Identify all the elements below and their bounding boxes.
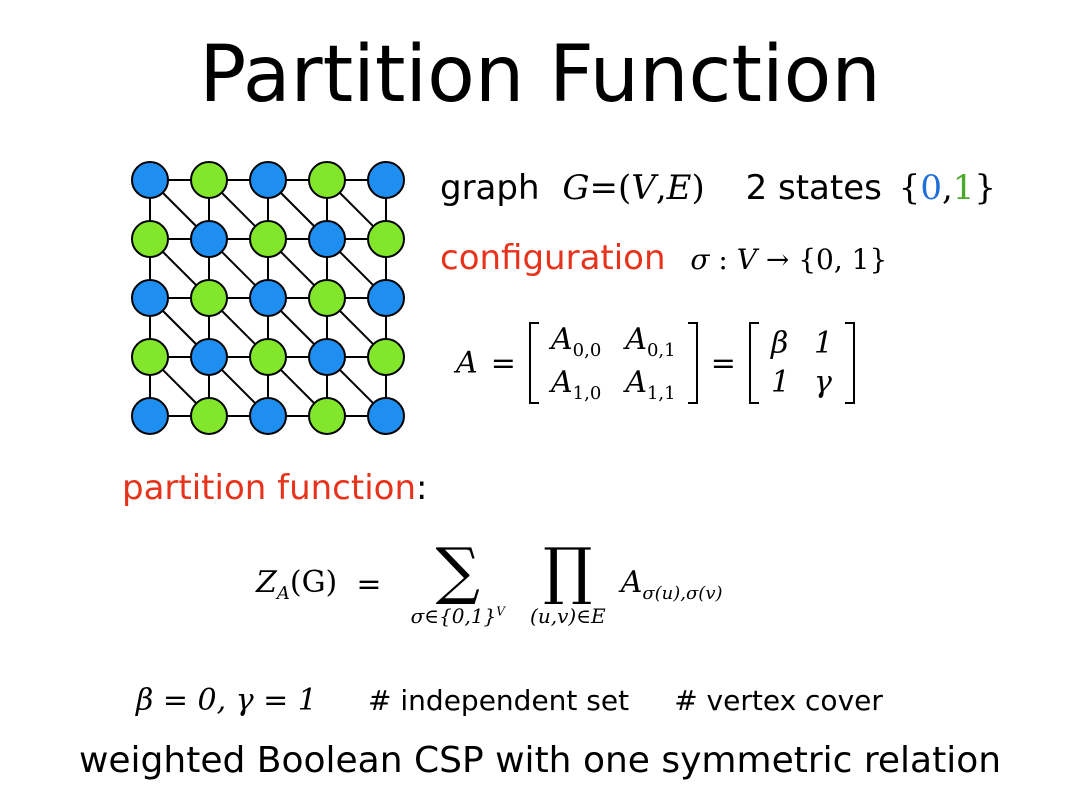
configuration-label: configuration — [440, 238, 666, 278]
grid-vertex-green — [131, 338, 169, 376]
graph-formula-V: V — [631, 168, 656, 208]
grid-vertex-green — [308, 161, 346, 199]
grid-vertex-blue — [190, 220, 228, 258]
grid-graph — [131, 161, 405, 435]
grid-vertex-blue — [190, 338, 228, 376]
m2-cell: β — [770, 326, 789, 361]
grid-vertex-green — [308, 279, 346, 317]
m1-cell: A1,1 — [625, 365, 676, 404]
sum-limit-sup: V — [496, 604, 505, 619]
graph-formula-eq: =( — [589, 168, 632, 208]
grid-vertex-green — [367, 220, 405, 258]
config-colon: : — [709, 243, 737, 276]
graph-line: graph G=(V,E) 2 states {0,1} — [440, 168, 996, 208]
term-A: A — [620, 564, 643, 600]
grid-vertex-green — [308, 397, 346, 435]
graph-formula-comma: , — [655, 168, 667, 208]
grid-vertex-green — [249, 338, 287, 376]
state-1: 1 — [952, 168, 975, 208]
config-line: configuration σ : V → {0, 1} — [440, 238, 887, 278]
m1-cell: A0,0 — [551, 322, 602, 361]
m1-cell: A1,0 — [551, 365, 602, 404]
grid-vertex-blue — [249, 161, 287, 199]
matrix-eq-2: = — [710, 345, 736, 381]
brace-close: } — [974, 168, 997, 208]
m2-cell: 1 — [770, 365, 791, 400]
sum-limit-text: σ∈{0,1} — [410, 604, 497, 628]
matrix2-right-bracket — [845, 322, 856, 404]
grid-vertex-blue — [131, 161, 169, 199]
formula-eq: = — [356, 566, 382, 602]
grid-vertex-blue — [131, 279, 169, 317]
grid-vertex-green — [190, 161, 228, 199]
special-case-line: β = 0, γ = 1 # independent set # vertex … — [136, 683, 883, 718]
special-case-params: β = 0, γ = 1 — [136, 683, 317, 718]
graph-formula-E: E — [666, 168, 692, 208]
grid-vertex-blue — [367, 279, 405, 317]
formula-lhs: ZA(G) — [256, 564, 338, 604]
matrix1-left-bracket — [529, 322, 539, 404]
formula-Z: Z — [256, 564, 277, 600]
brace-open: { — [898, 168, 921, 208]
matrix2-left-bracket — [748, 322, 759, 404]
product-operator: ∏(u,v)∈E — [530, 540, 606, 629]
matrix1-right-bracket — [687, 322, 698, 404]
slide-title: Partition Function — [199, 30, 881, 120]
graph-formula-close: ) — [691, 168, 705, 208]
graph-formula-G: G — [562, 168, 590, 208]
grid-vertex-blue — [249, 279, 287, 317]
grid-vertex-green — [249, 220, 287, 258]
grid-vertex-blue — [249, 397, 287, 435]
product-limit: (u,v)∈E — [530, 604, 606, 628]
partition-label-colon: : — [416, 468, 428, 508]
grid-vertex-blue — [367, 161, 405, 199]
grid-vertex-blue — [131, 397, 169, 435]
footer-text: weighted Boolean CSP with one symmetric … — [78, 740, 1002, 781]
grid-vertex-green — [190, 397, 228, 435]
formula-lhs-arg: (G) — [289, 564, 338, 600]
sum-symbol: ∑ — [435, 534, 480, 607]
states-label: 2 states — [745, 168, 882, 208]
partition-formula: ZA(G) = ∑σ∈{0,1}V ∏(u,v)∈E Aσ(u),σ(v) — [256, 540, 723, 629]
vertex-cover-label: # vertex cover — [674, 684, 883, 717]
product-symbol: ∏ — [543, 534, 593, 607]
grid-vertex-blue — [367, 397, 405, 435]
graph-label: graph — [440, 168, 540, 208]
independent-set-label: # independent set — [368, 684, 630, 717]
sum-limit: σ∈{0,1}V — [411, 604, 505, 628]
m2-cell: 1 — [814, 326, 834, 361]
grid-vertex-green — [190, 279, 228, 317]
grid-vertex-blue — [308, 338, 346, 376]
matrix-eq-1: = — [490, 345, 516, 381]
grid-vertex-blue — [308, 220, 346, 258]
config-V: V — [736, 243, 757, 276]
state-comma: , — [941, 168, 953, 208]
formula-term: Aσ(u),σ(v) — [620, 564, 723, 604]
grid-vertex-green — [367, 338, 405, 376]
matrix-lhs: A — [456, 345, 478, 381]
state-0: 0 — [920, 168, 942, 208]
partition-function-label: partition function: — [122, 468, 427, 508]
config-arrow: → {0, 1} — [756, 243, 888, 276]
formula-Z-sub: A — [276, 582, 290, 604]
term-sub: σ(u),σ(v) — [642, 582, 723, 604]
sum-operator: ∑σ∈{0,1}V — [411, 540, 505, 629]
partition-label-text: partition function — [122, 468, 416, 508]
config-sigma: σ — [690, 243, 710, 276]
grid-vertex-green — [131, 220, 169, 258]
m2-cell: γ — [814, 365, 832, 400]
m1-cell: A0,1 — [625, 322, 676, 361]
